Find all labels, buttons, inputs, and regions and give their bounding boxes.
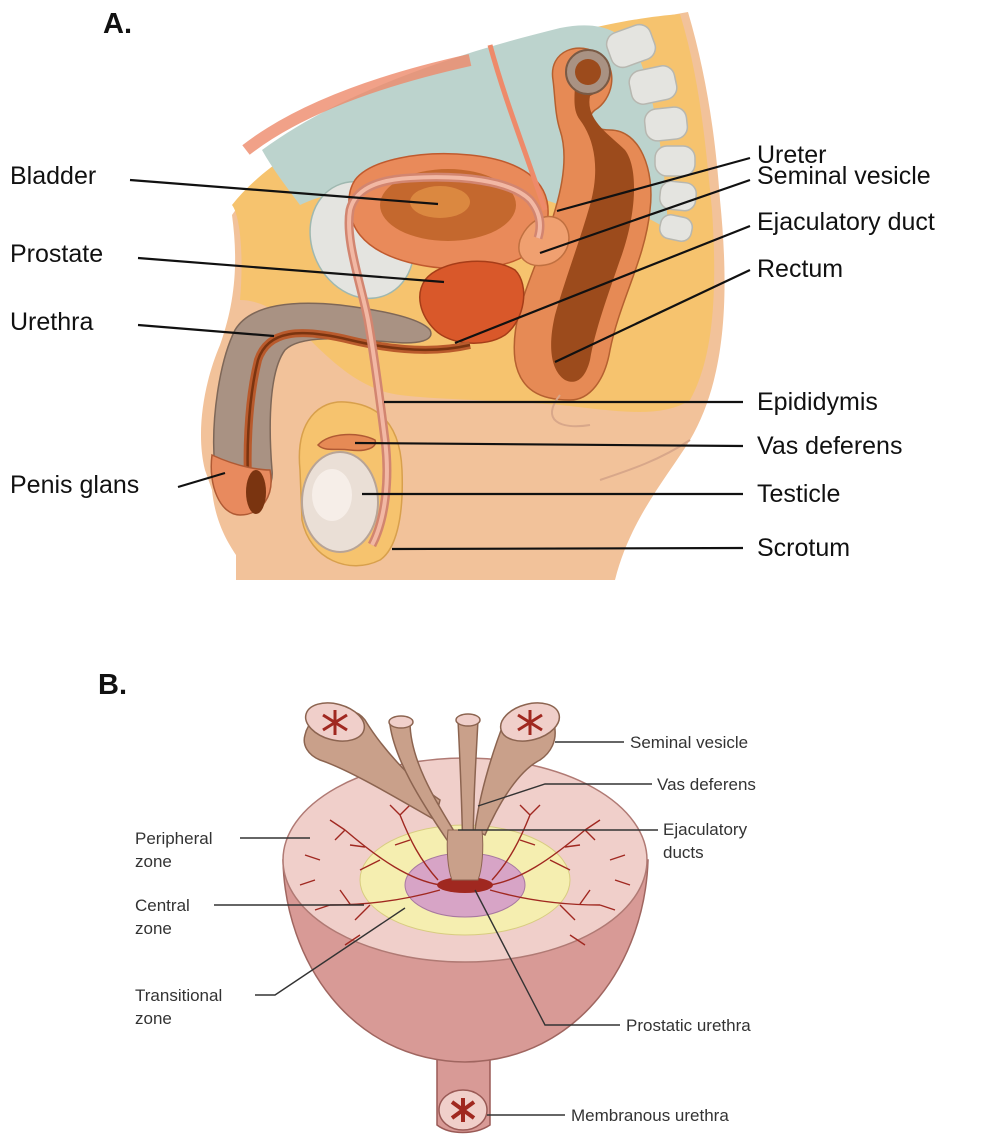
label-b-ejaculatory-ducts-2: ducts [663, 843, 704, 862]
label-testicle: Testicle [757, 480, 840, 508]
panel-a: A. [10, 8, 935, 580]
glans-urethra [246, 470, 266, 514]
label-b-transitional-zone-2: zone [135, 1009, 172, 1028]
label-urethra: Urethra [10, 308, 93, 336]
label-b-peripheral-zone-1: Peripheral [135, 829, 213, 848]
label-b-ejaculatory-ducts-1: Ejaculatory [663, 820, 748, 839]
label-vas-deferens: Vas deferens [757, 432, 902, 460]
label-b-transitional-zone-1: Transitional [135, 986, 222, 1005]
prostate [420, 261, 524, 343]
left-vas-deferens-end [389, 716, 413, 728]
leader-scrotum [392, 548, 743, 549]
label-scrotum: Scrotum [757, 534, 850, 562]
label-prostate: Prostate [10, 240, 103, 268]
prostate-zones-illustration [283, 697, 648, 1133]
panel-a-letter: A. [103, 8, 132, 40]
label-b-seminal-vesicle: Seminal vesicle [630, 733, 748, 752]
label-b-prostatic-urethra: Prostatic urethra [626, 1016, 751, 1035]
panel-b-letter: B. [98, 669, 127, 701]
rectum-upper-lumen [575, 59, 601, 85]
label-b-central-zone-1: Central [135, 896, 190, 915]
label-seminal-vesicle: Seminal vesicle [757, 162, 931, 190]
panel-b: B. [98, 669, 756, 1133]
label-penis-glans: Penis glans [10, 471, 139, 499]
label-bladder: Bladder [10, 162, 96, 190]
label-epididymis: Epididymis [757, 388, 878, 416]
label-b-membranous-urethra: Membranous urethra [571, 1106, 729, 1125]
label-ejaculatory-duct: Ejaculatory duct [757, 208, 935, 236]
label-b-vas-deferens: Vas deferens [657, 775, 756, 794]
ejaculatory-ducts-shape [447, 830, 483, 880]
label-b-peripheral-zone-2: zone [135, 852, 172, 871]
right-vas-deferens-end [456, 714, 480, 726]
label-b-central-zone-2: zone [135, 919, 172, 938]
testicle-highlight [312, 469, 352, 521]
label-rectum: Rectum [757, 255, 843, 283]
